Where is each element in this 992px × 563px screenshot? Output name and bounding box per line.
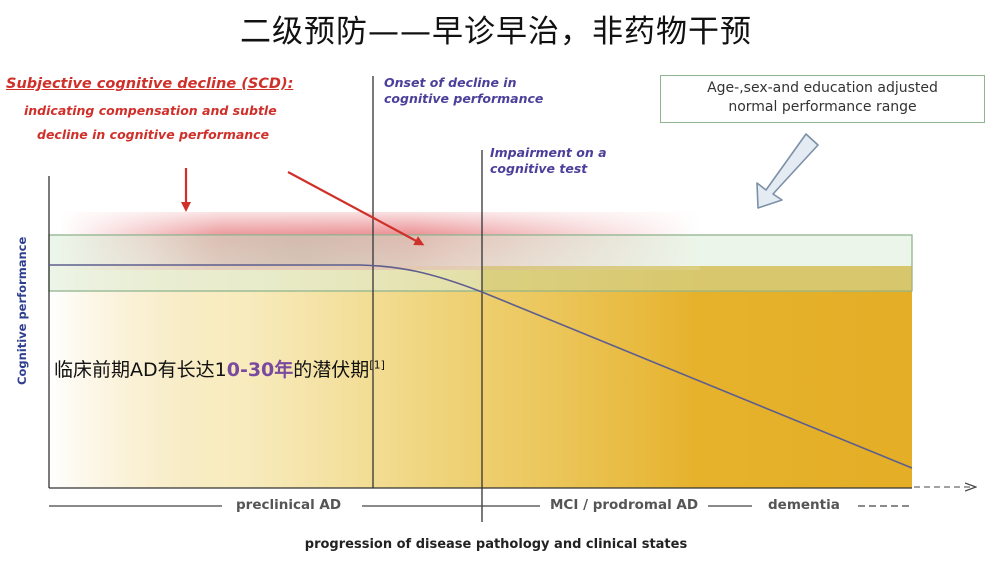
impairment-note: Impairment on a cognitive test xyxy=(490,145,607,177)
normal-range-box: Age-,sex-and education adjusted normal p… xyxy=(660,75,985,123)
slide-title: 二级预防——早诊早治，非药物干预 xyxy=(240,14,752,50)
latency-reference: [1] xyxy=(369,358,385,372)
scd-line-1: indicating compensation and subtle xyxy=(24,103,277,118)
x-axis-caption: progression of disease pathology and cli… xyxy=(304,537,688,552)
pathology-fill xyxy=(49,266,912,488)
onset-note-line-1: Onset of decline in xyxy=(384,75,517,90)
band-lower-tint xyxy=(482,266,912,291)
latency-suffix: 的潜伏期 xyxy=(293,359,370,381)
normal-range-line-1: Age-,sex-and education adjusted xyxy=(707,80,938,96)
normal-range-line-2: normal performance range xyxy=(728,99,917,115)
onset-note-line-2: cognitive performance xyxy=(384,91,544,106)
latency-highlight: 0-30年 xyxy=(226,359,294,381)
impairment-note-line-1: Impairment on a xyxy=(490,145,607,160)
y-axis-label: Cognitive performance xyxy=(15,236,29,385)
scd-title: Subjective cognitive decline (SCD): xyxy=(6,76,294,92)
cognitive-curve xyxy=(49,264,913,469)
impairment-note-line-2: cognitive test xyxy=(490,161,588,176)
latency-statement: 临床前期AD有长达10-30年的潜伏期[1] xyxy=(54,355,385,382)
latency-prefix: 临床前期AD有长达1 xyxy=(54,359,227,381)
scd-line-2: decline in cognitive performance xyxy=(37,127,270,142)
scd-diagonal-arrow xyxy=(287,171,425,246)
normal-range-arrow xyxy=(756,133,819,209)
stage-dementia: dementia xyxy=(764,497,844,513)
stage-preclinical: preclinical AD xyxy=(232,497,346,513)
onset-note: Onset of decline in cognitive performanc… xyxy=(384,75,543,107)
stage-mci: MCI / prodromal AD xyxy=(546,497,703,513)
